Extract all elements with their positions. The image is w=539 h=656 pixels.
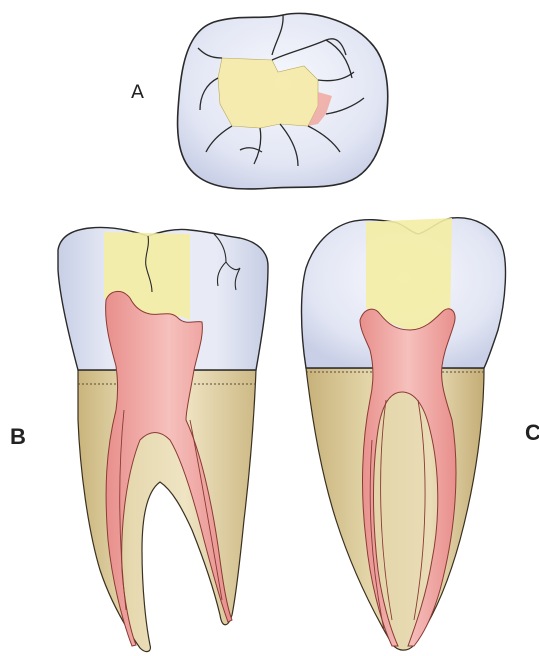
occlusal-preparation bbox=[218, 58, 318, 128]
sectional-view-c bbox=[302, 218, 506, 650]
sectional-view-b bbox=[58, 227, 268, 651]
panel-label-c: C bbox=[525, 422, 539, 444]
panel-label-a: A bbox=[131, 83, 144, 102]
root-c bbox=[306, 368, 484, 650]
panel-label-b: B bbox=[10, 426, 26, 448]
occlusal-view-a bbox=[178, 13, 388, 189]
